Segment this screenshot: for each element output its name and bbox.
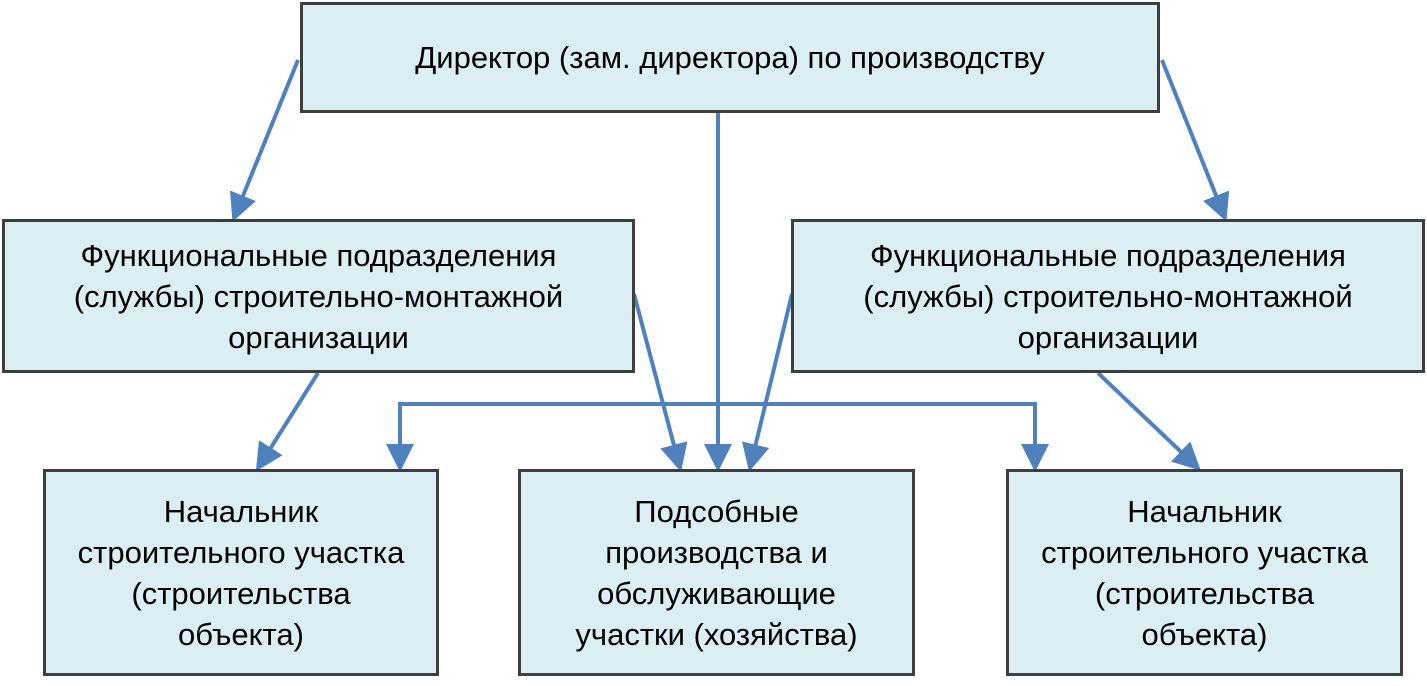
director-box: Директор (зам. директора) по производств… [300, 2, 1160, 113]
distribution-line-right [718, 402, 1049, 472]
arrow-functional-left-to-site-manager-left [255, 371, 320, 472]
arrow-director-to-functional-left [230, 59, 300, 222]
auxiliary-production-box: Подсобные производства и обслуживающие у… [518, 469, 915, 676]
auxiliary-production-label: Подсобные производства и обслуживающие у… [575, 493, 858, 652]
site-manager-right-label: Начальник строительного участка (строите… [1041, 493, 1368, 652]
arrow-director-to-functional-right [1160, 59, 1230, 222]
functional-departments-right-label: Функциональные подразделения (службы) ст… [863, 237, 1353, 355]
functional-departments-left-label: Функциональные подразделения (службы) ст… [73, 237, 564, 355]
distribution-line [386, 402, 718, 472]
functional-departments-right-box: Функциональные подразделения (службы) ст… [791, 219, 1425, 373]
director-label: Директор (зам. директора) по производств… [415, 40, 1045, 75]
site-manager-left-label: Начальник строительного участка (строите… [77, 493, 405, 652]
arrow-functional-right-to-auxiliary [742, 293, 794, 472]
functional-departments-left-box: Функциональные подразделения (службы) ст… [2, 219, 635, 373]
arrow-functional-right-to-site-manager-right [1096, 371, 1201, 471]
arrow-functional-left-to-auxiliary [632, 293, 688, 472]
site-manager-left-box: Начальник строительного участка (строите… [43, 469, 439, 676]
site-manager-right-box: Начальник строительного участка (строите… [1006, 469, 1403, 676]
